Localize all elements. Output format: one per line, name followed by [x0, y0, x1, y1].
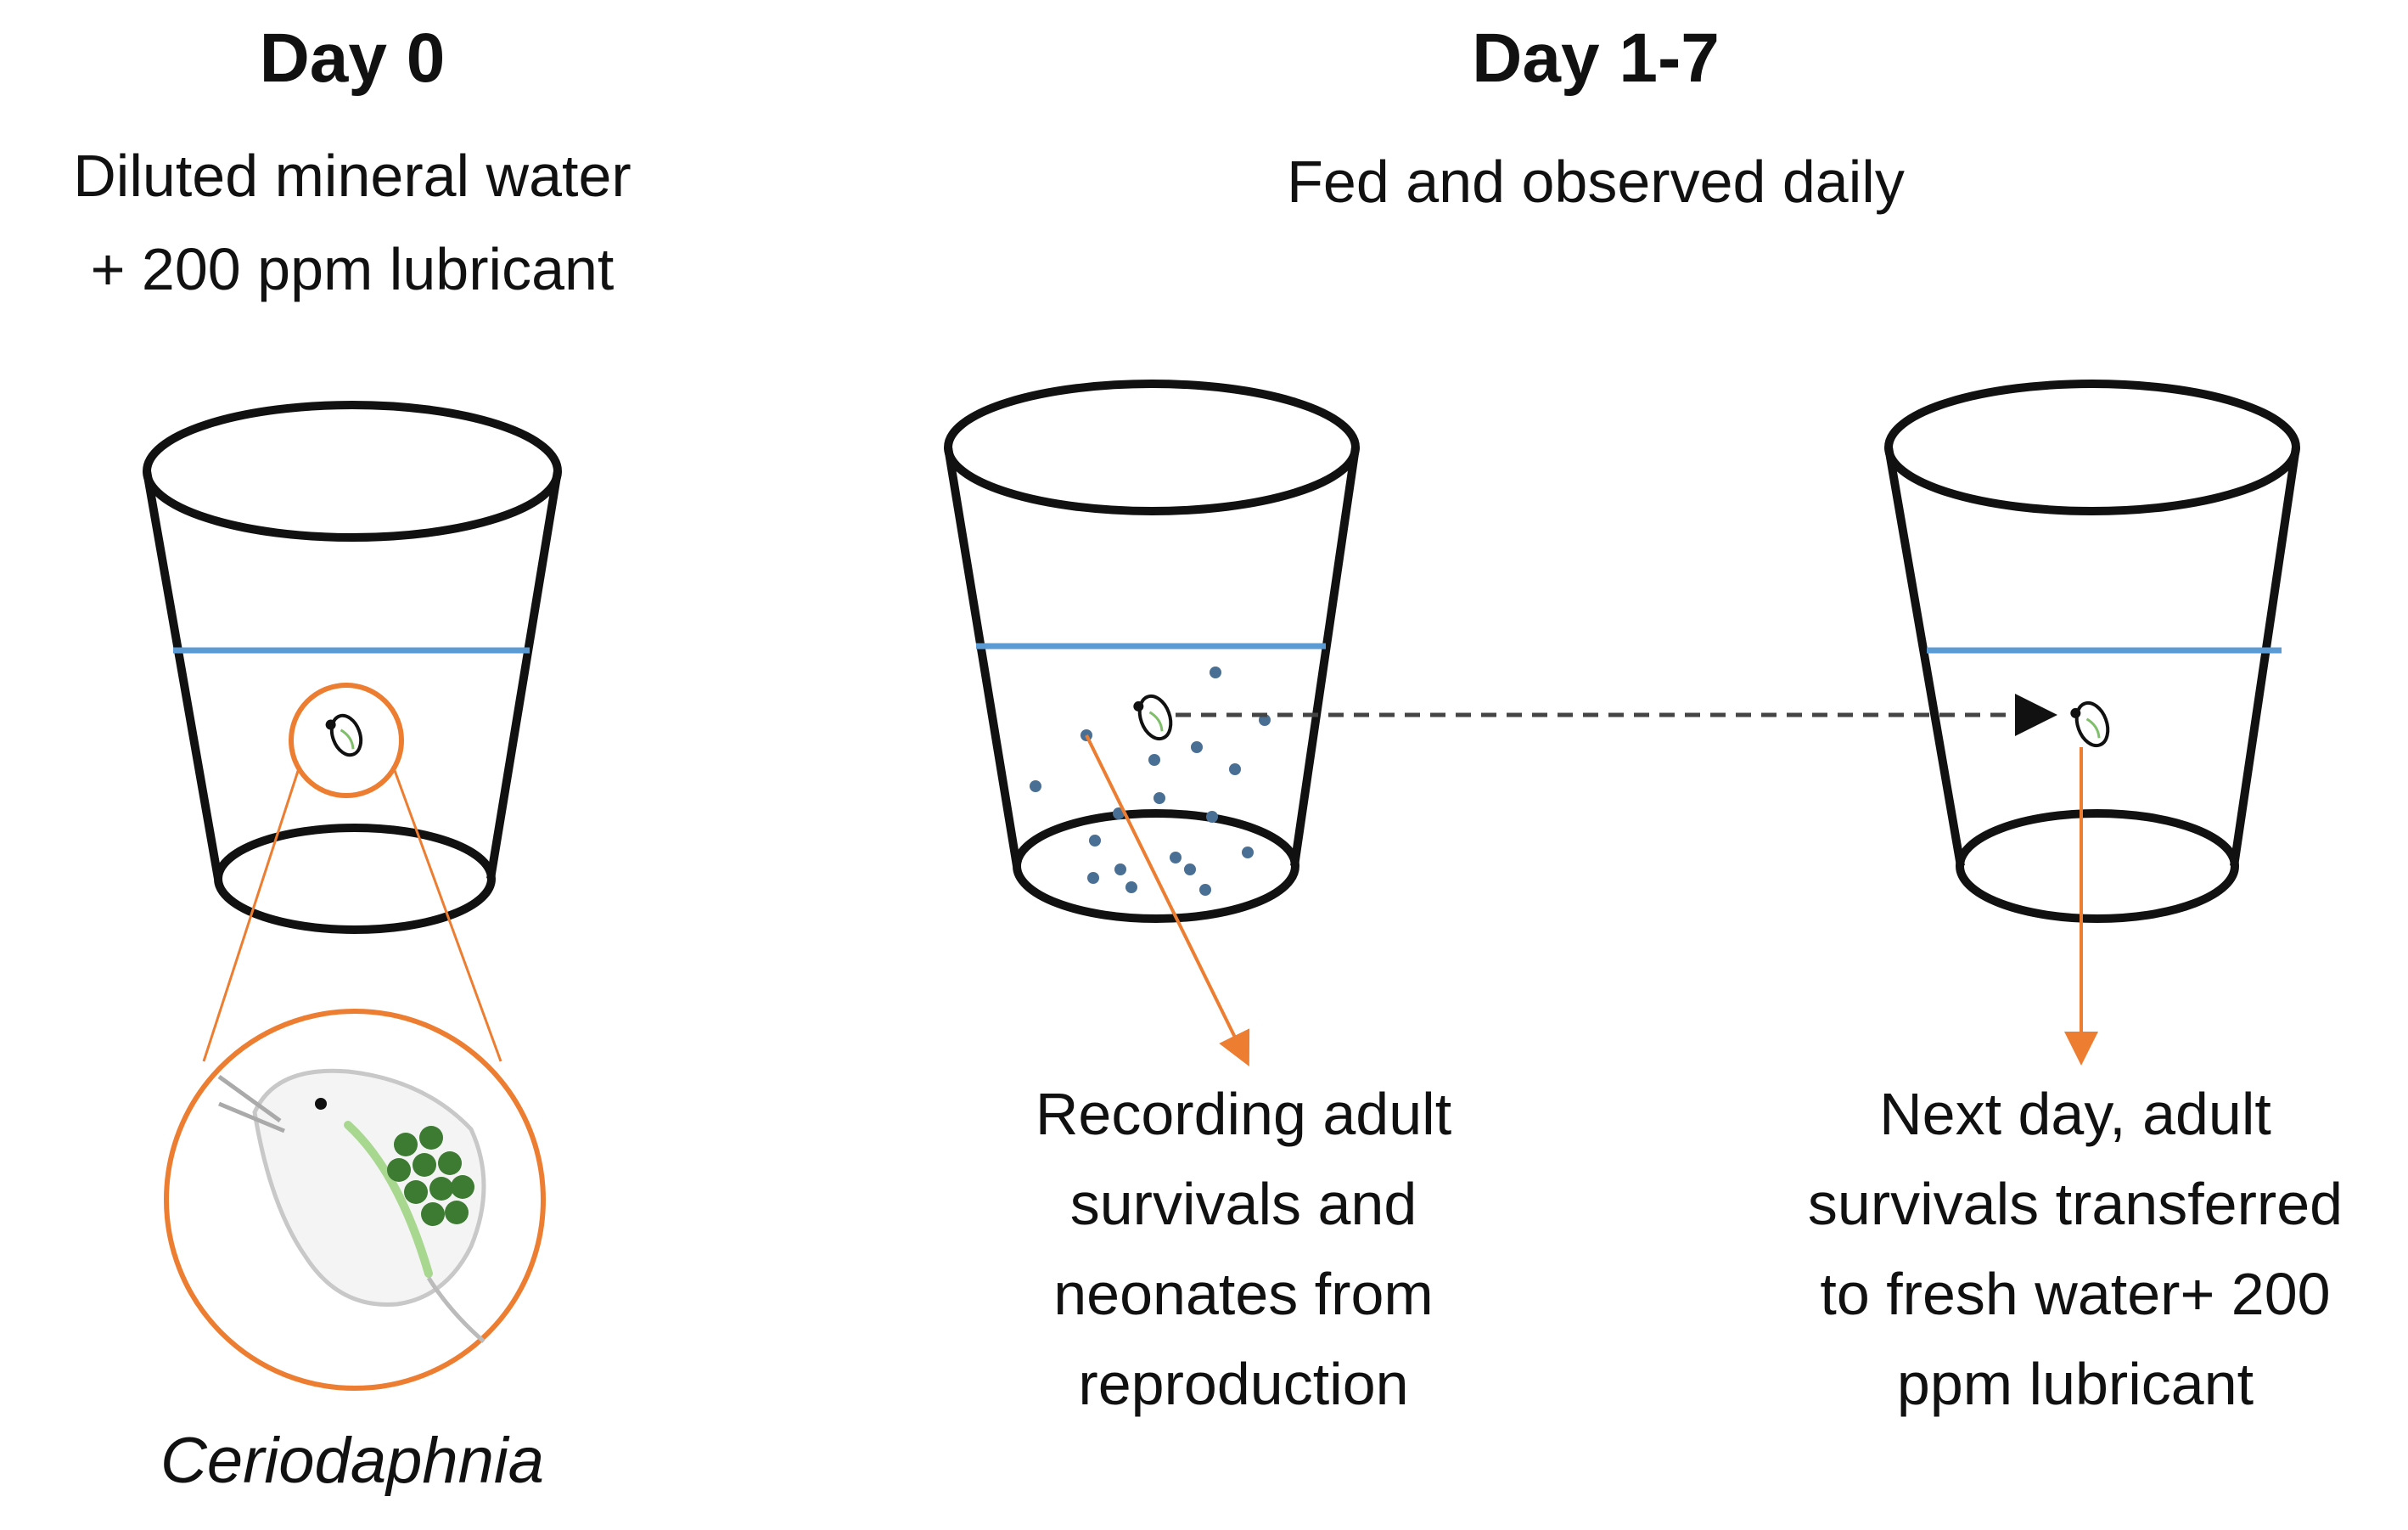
- caption-transfer: Next day, adult survivals transferred to…: [1744, 1078, 2406, 1420]
- day0-subtitle-line1: Diluted mineral water: [73, 143, 631, 209]
- caption-transfer-line: Next day, adult: [1879, 1081, 2271, 1147]
- magnifier-circle-icon: [164, 683, 546, 1391]
- caption-observation-line: Recording adult: [1035, 1081, 1452, 1147]
- neonate-dots: [1030, 667, 1271, 896]
- day1-7-title: Day 1-7: [1472, 20, 1720, 97]
- day0-title: Day 0: [259, 20, 446, 97]
- caption-transfer-line: ppm lubricant: [1896, 1351, 2254, 1417]
- cup-icon-fresh-water: [1884, 380, 2300, 923]
- caption-transfer-line: to fresh water+ 200: [1820, 1261, 2331, 1327]
- organism-label: Ceriodaphnia: [160, 1425, 545, 1497]
- day0-subtitle-line2: + 200 ppm lubricant: [90, 236, 615, 302]
- caption-observation: Recording adult survivals and neonates f…: [989, 1078, 1498, 1420]
- pointer-arrow-observation: [1085, 734, 1250, 1066]
- caption-transfer-line: survivals transferred: [1807, 1171, 2343, 1237]
- caption-observation-line: survivals and: [1069, 1171, 1417, 1237]
- daphnia-icon-large: [217, 1068, 486, 1343]
- cup-icon-observation: [944, 380, 1360, 923]
- daphnia-icon-observation: [1133, 694, 1173, 741]
- day1-7-subtitle: Fed and observed daily: [1287, 149, 1905, 215]
- caption-observation-line: reproduction: [1078, 1351, 1409, 1417]
- daphnia-icon-small-day0: [325, 713, 363, 757]
- cup-icon-day0: [143, 401, 562, 934]
- caption-observation-line: neonates from: [1053, 1261, 1434, 1327]
- daphnia-icon-transferred: [2070, 700, 2110, 748]
